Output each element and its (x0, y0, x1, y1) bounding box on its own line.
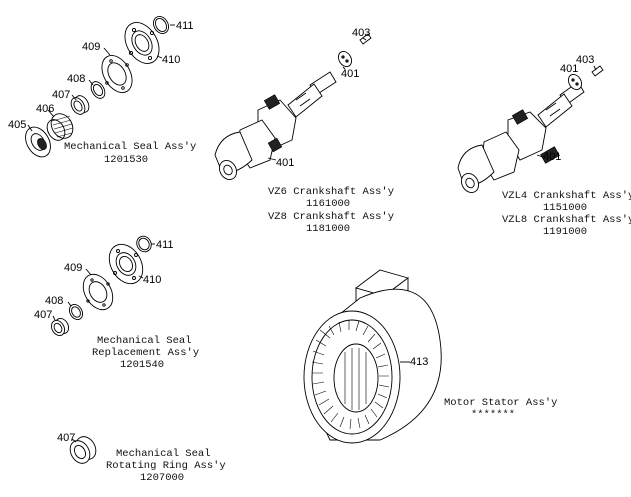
label-413: 413 (410, 356, 428, 368)
caption-crank2-line3: VZL8 Crankshaft Ass'y (502, 214, 631, 226)
part-401-washer-top (337, 51, 353, 67)
label-407-top: 407 (52, 89, 70, 101)
part-406-spring (46, 113, 74, 141)
label-403-right: 403 (576, 54, 594, 66)
label-407-mid: 407 (34, 309, 52, 321)
label-401-left-top: 401 (341, 68, 359, 80)
motor-stator-assembly (303, 269, 442, 444)
label-401-right-top: 401 (560, 63, 578, 75)
caption-crank1-line2: 1161000 (306, 198, 350, 210)
mechanical-seal-assembly (25, 16, 175, 158)
caption-seal2-line2: Replacement Ass'y (92, 347, 199, 359)
label-410-mid: 410 (143, 274, 161, 286)
caption-stator-line1: Motor Stator Ass'y (444, 397, 557, 409)
label-409-mid: 409 (64, 262, 82, 274)
caption-seal2-line3: 1201540 (120, 359, 164, 371)
part-403-pin-right (591, 65, 604, 77)
part-409-gasket-2 (82, 273, 114, 311)
stator-slots (311, 320, 390, 430)
caption-ring-line1: Mechanical Seal (116, 448, 211, 460)
part-409-gasket (101, 55, 133, 93)
part-408-ring (90, 81, 106, 99)
caption-crank1-line1: VZ6 Crankshaft Ass'y (268, 186, 394, 198)
label-411-mid: 411 (156, 239, 174, 251)
label-410-top: 410 (162, 54, 180, 66)
caption-seal2-line1: Mechanical Seal (97, 335, 192, 347)
mechanical-seal-replacement-assembly (50, 235, 155, 336)
caption-crank2-line1: VZL4 Crankshaft Ass'y (502, 190, 631, 202)
part-410-flange (124, 22, 160, 64)
caption-crank2-line4: 1191000 (543, 226, 587, 238)
label-411-top: 411 (176, 20, 194, 32)
part-401-washer-right (567, 74, 583, 90)
part-403-pin (359, 33, 372, 45)
part-411-o-ring-2 (136, 235, 152, 253)
part-405-seat (25, 126, 51, 158)
label-409-top: 409 (82, 41, 100, 53)
caption-seal1-line2: 1201530 (104, 154, 148, 166)
caption-seal1-line1: Mechanical Seal Ass'y (64, 141, 196, 153)
part-407-rotating-ring-3 (69, 436, 97, 464)
label-401-left-bottom: 401 (276, 157, 294, 169)
crankshaft-vz6-vz8 (214, 33, 372, 180)
label-405: 405 (8, 119, 26, 131)
part-408-ring-2 (68, 304, 84, 320)
caption-crank2-line2: 1151000 (543, 202, 587, 214)
part-410-flange-2 (108, 243, 144, 285)
label-403-left: 403 (352, 27, 370, 39)
label-401-right-bottom: 401 (543, 151, 561, 163)
label-408-mid: 408 (45, 295, 63, 307)
caption-stator-line2: ******* (471, 409, 515, 421)
caption-ring-line3: 1207000 (140, 472, 184, 484)
label-408-top: 408 (67, 73, 85, 85)
part-411-o-ring (153, 16, 169, 34)
label-406: 406 (36, 103, 54, 115)
label-407-bottom: 407 (57, 432, 75, 444)
crankshaft-vzl4-vzl8 (457, 65, 604, 193)
mechanical-seal-rotating-ring-assembly (69, 436, 97, 464)
caption-ring-line2: Rotating Ring Ass'y (106, 460, 226, 472)
caption-crank1-line4: 1181000 (306, 223, 350, 235)
part-407-rotating-ring (70, 95, 90, 115)
part-407-rotating-ring-2 (50, 318, 70, 336)
caption-crank1-line3: VZ8 Crankshaft Ass'y (268, 211, 394, 223)
